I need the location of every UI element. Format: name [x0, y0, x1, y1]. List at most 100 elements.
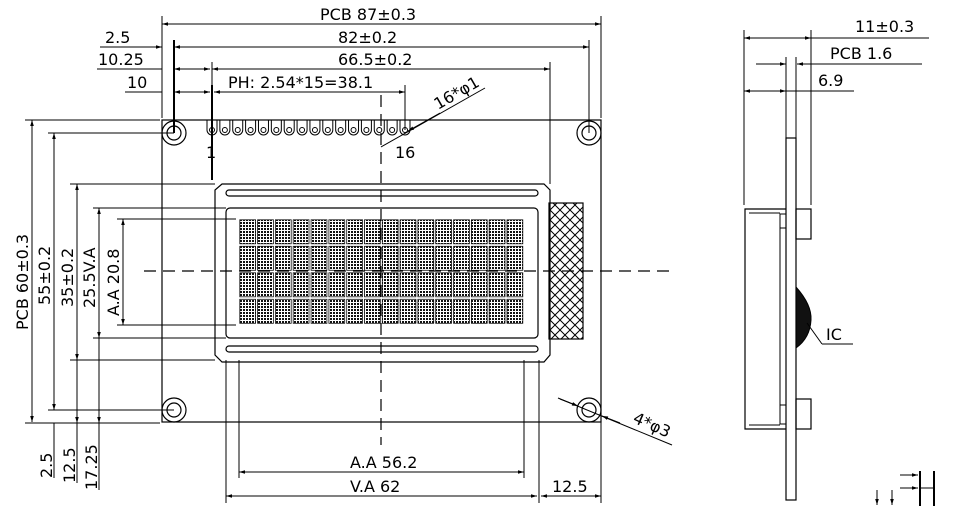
lcd-character-cell	[292, 245, 310, 271]
side-view: 11±0.3 PCB 1.6 6.9 IC	[743, 17, 935, 506]
lcd-character-cell	[364, 219, 381, 245]
lcd-character-cell	[506, 219, 524, 245]
lcd-character-cell	[292, 298, 310, 324]
dim-right-margin: 12.5	[552, 477, 588, 496]
lcd-character-cell	[346, 219, 363, 245]
dim-bezel-width: 66.5±0.2	[338, 50, 412, 69]
hole-bottom-right	[576, 397, 602, 423]
drawing-symbol	[875, 471, 935, 506]
pin-pad	[283, 120, 295, 136]
lcd-character-cell	[470, 272, 488, 298]
ic-chip-blob	[795, 285, 812, 349]
dim-pin1-offset-x: 10	[127, 73, 147, 92]
pin-header	[206, 120, 411, 136]
dim-module-depth: 6.9	[818, 71, 843, 90]
pin-last-label: 16	[395, 143, 415, 162]
pin-diameter-callout: 16*φ1	[431, 72, 483, 113]
lcd-character-cell	[328, 272, 346, 298]
dim-hole-offset-x: 2.5	[105, 28, 130, 47]
lcd-character-cell	[239, 219, 257, 245]
lcd-character-cell	[399, 219, 417, 245]
lcd-character-cell	[310, 245, 328, 271]
dim-pcb-width: PCB 87±0.3	[320, 5, 416, 24]
bezel-slot-bottom	[225, 345, 539, 353]
lcd-bezel-side	[744, 208, 786, 430]
lcd-character-cell	[470, 298, 488, 324]
dim-bezel-height: 35±0.2	[58, 248, 77, 307]
lcd-character-cell	[506, 272, 524, 298]
lcd-character-cell	[310, 272, 328, 298]
dim-pcb-height: PCB 60±0.3	[13, 234, 32, 330]
lcd-character-cell	[453, 245, 470, 271]
lcd-character-cell	[381, 219, 399, 245]
pin-pad	[296, 120, 308, 136]
lcd-character-cell	[274, 245, 292, 271]
lcd-character-cell	[328, 245, 346, 271]
lcd-character-cell	[274, 272, 292, 298]
lcd-character-cell	[364, 245, 381, 271]
dim-total-thickness: 11±0.3	[855, 17, 914, 36]
lcd-character-cell	[506, 298, 524, 324]
dim-hole-pitch-y: 55±0.2	[35, 246, 54, 305]
lcd-character-cell	[346, 298, 363, 324]
lcd-character-cell	[435, 272, 452, 298]
pin-pad	[335, 120, 347, 136]
lcd-character-cell	[417, 219, 435, 245]
lcd-character-cell	[488, 219, 506, 245]
dim-aa-width: A.A 56.2	[350, 453, 417, 472]
view-area	[225, 207, 539, 339]
pin-pad	[270, 120, 282, 136]
lcd-character-cell	[453, 272, 470, 298]
pin-pad	[219, 120, 231, 136]
pin-pad	[257, 120, 269, 136]
lcd-character-cell	[328, 298, 346, 324]
lcd-character-cell	[399, 298, 417, 324]
lcd-character-cell	[506, 245, 524, 271]
lcd-character-cell	[310, 298, 328, 324]
dim-pcb-thickness: PCB 1.6	[830, 44, 892, 63]
pin-pad	[245, 120, 257, 136]
lcd-character-cell	[346, 245, 363, 271]
lcd-character-cell	[453, 219, 470, 245]
dim-aa-height: A.A 20.8	[104, 249, 123, 316]
dim-bezel-offset-x: 10.25	[98, 50, 144, 69]
lcd-character-cell	[257, 272, 274, 298]
header-block-bottom	[795, 398, 812, 430]
lcd-character-cell	[239, 298, 257, 324]
dim-va-height: 25.5V.A	[80, 247, 99, 308]
lcd-character-cell	[381, 272, 399, 298]
lcd-character-cell	[417, 272, 435, 298]
lcd-character-cell	[257, 245, 274, 271]
pin-pad	[309, 120, 321, 136]
lcd-character-cell	[435, 219, 452, 245]
pin-pad	[348, 120, 360, 136]
lcd-character-cell	[399, 245, 417, 271]
lcd-character-cell	[346, 272, 363, 298]
pin-pad	[232, 120, 244, 136]
lcd-character-cell	[257, 219, 274, 245]
pin-pad	[373, 120, 385, 136]
lcd-character-cell	[292, 219, 310, 245]
lcd-character-cell	[310, 219, 328, 245]
dim-va-offset-y: 17.25	[82, 444, 101, 490]
lcd-character-cell	[364, 272, 381, 298]
dim-hole-offset-y: 2.5	[37, 453, 56, 478]
front-view: 1 16 PCB 87±0.3 82±0.2 2.5	[13, 5, 676, 503]
lcd-character-cell	[488, 272, 506, 298]
lcd-character-cell	[453, 298, 470, 324]
lcd-character-cell	[381, 298, 399, 324]
pcb-side	[785, 137, 797, 501]
lcd-character-cell	[435, 245, 452, 271]
lcd-character-cell	[435, 298, 452, 324]
lcd-character-cell	[417, 298, 435, 324]
lcd-character-cell	[239, 245, 257, 271]
ic-label: IC	[826, 325, 842, 344]
lcd-character-cell	[274, 298, 292, 324]
dim-hole-pitch-x: 82±0.2	[338, 28, 397, 47]
lcd-character-cell	[470, 219, 488, 245]
lcd-character-cell	[364, 298, 381, 324]
dim-va-width: V.A 62	[350, 477, 400, 496]
pin-pad	[322, 120, 334, 136]
lcd-character-cell	[239, 272, 257, 298]
